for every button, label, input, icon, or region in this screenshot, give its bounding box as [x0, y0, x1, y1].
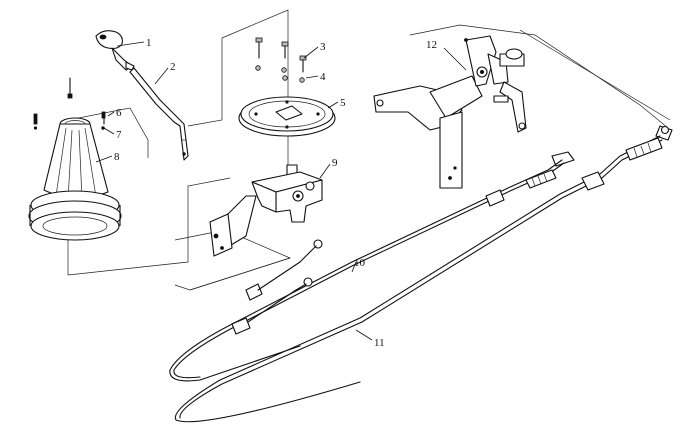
mounting-plate — [238, 96, 336, 137]
callout-12: 12 — [426, 39, 437, 51]
shift-cable-11 — [174, 125, 673, 423]
transmission-bracket — [373, 35, 527, 189]
cable-10-boot — [525, 169, 557, 189]
mounting-bolts — [255, 37, 307, 83]
leader-lines — [95, 41, 467, 341]
callout-6: 6 — [116, 107, 122, 119]
callout-11: 11 — [374, 337, 385, 349]
cable-11-boot — [625, 137, 663, 161]
callout-9: 9 — [332, 157, 338, 169]
callout-8: 8 — [114, 151, 120, 163]
callout-4: 4 — [320, 71, 326, 83]
callout-1: 1 — [146, 37, 152, 49]
shift-boot — [28, 117, 122, 241]
shifter-bracket — [209, 164, 323, 257]
callout-labels: 1 2 3 4 5 6 7 8 9 10 11 12 — [114, 37, 437, 349]
shift-cable-10 — [169, 151, 575, 382]
callout-10: 10 — [354, 257, 366, 269]
callout-5: 5 — [340, 97, 346, 109]
shift-knob — [95, 30, 135, 71]
assembly-outline-lines — [67, 9, 671, 291]
shift-lever — [129, 67, 189, 161]
callout-3: 3 — [320, 41, 326, 53]
callout-2: 2 — [170, 61, 176, 73]
callout-7: 7 — [116, 129, 122, 141]
